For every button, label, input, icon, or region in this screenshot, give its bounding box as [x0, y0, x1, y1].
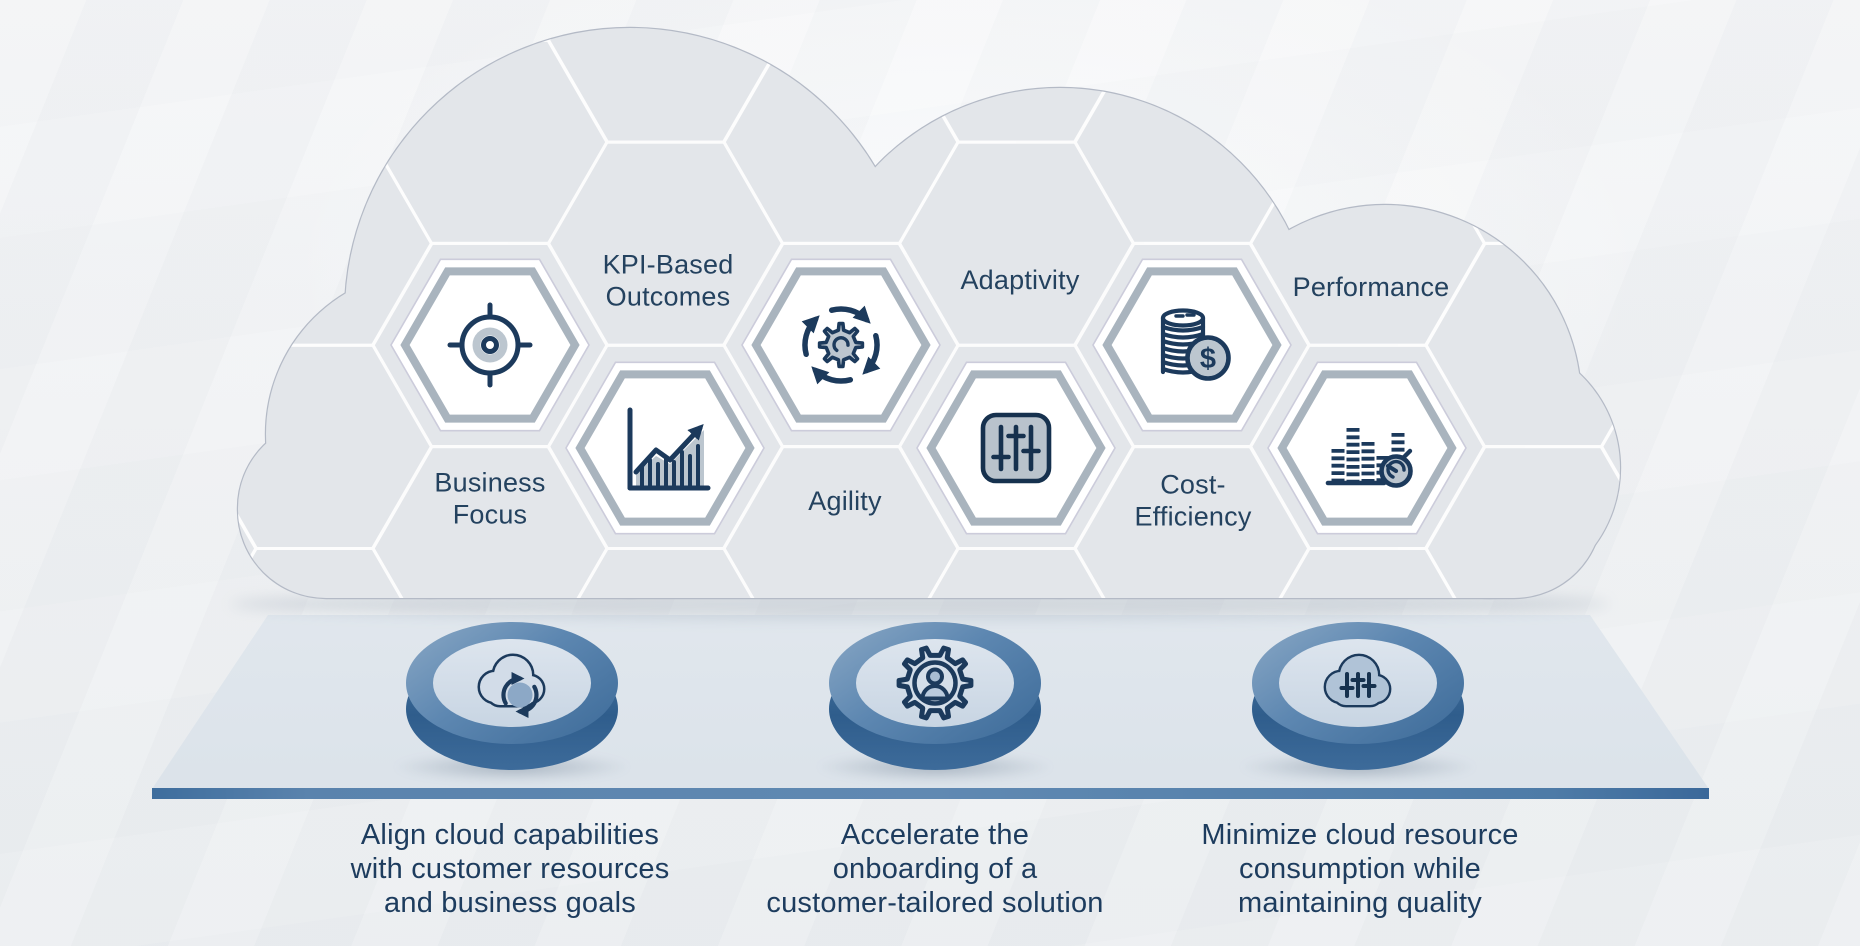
cloud-sliders-icon — [1323, 653, 1392, 708]
hex-label-adaptivity: Adaptivity — [960, 265, 1080, 296]
performance-gauge-icon — [1325, 428, 1413, 488]
coins-icon: $ — [1160, 308, 1231, 381]
hex-label-performance: Performance — [1292, 272, 1450, 303]
hex-label-agility: Agility — [808, 486, 882, 517]
hex-tile-cost-efficiency: $ — [1092, 257, 1292, 433]
hex-label-business-focus: Business Focus — [434, 467, 546, 529]
pillar-caption-align: Align cloud capabilities with customer r… — [350, 819, 670, 919]
pillar-caption-accelerate: Accelerate the onboarding of a customer-… — [766, 819, 1104, 919]
badge-cloud-sync — [406, 622, 618, 770]
platform-front-edge — [152, 788, 1709, 799]
hex-tile-kpi-outcomes — [565, 360, 765, 536]
hex-label-kpi-outcomes: KPI-Based Outcomes — [602, 249, 734, 311]
growth-chart-icon — [627, 407, 711, 491]
badge-gear-user — [829, 622, 1041, 770]
hex-tile-adaptivity — [916, 360, 1116, 536]
hex-label-cost-efficiency: Cost- Efficiency — [1134, 469, 1252, 531]
sliders-icon — [980, 412, 1052, 484]
svg-text:$: $ — [1200, 343, 1216, 375]
target-icon — [447, 302, 533, 388]
sync-gear-icon — [801, 305, 881, 385]
hex-tile-business-focus — [390, 257, 590, 433]
cloud-sync-icon — [477, 653, 546, 718]
hex-tile-performance — [1267, 360, 1467, 536]
badge-cloud-sliders — [1252, 622, 1464, 770]
gear-user-icon — [896, 645, 974, 721]
pillar-caption-minimize: Minimize cloud resource consumption whil… — [1201, 819, 1519, 919]
hex-tile-agility — [741, 257, 941, 433]
